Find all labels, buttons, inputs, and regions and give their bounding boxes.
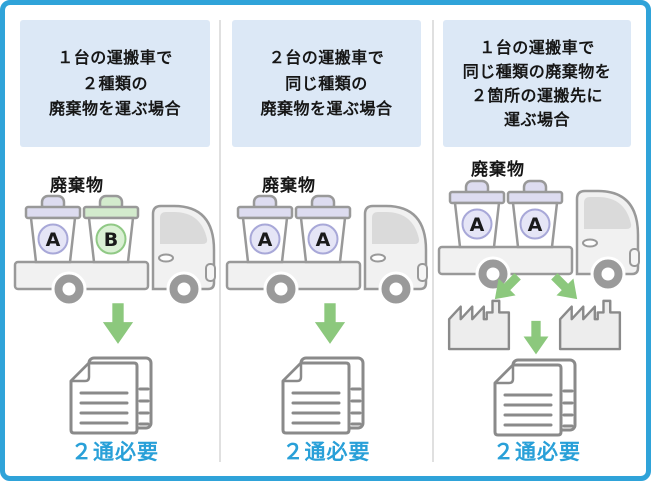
- bin-letter: A: [258, 229, 273, 251]
- truck-mirror: [370, 253, 386, 263]
- case-header-line: 廃棄物を運ぶ場合: [48, 99, 181, 119]
- copies-needed-label: ２通必要: [493, 440, 581, 464]
- truck-window: [160, 212, 208, 244]
- column-divider: [432, 20, 434, 462]
- case-header-line: ２箇所の運搬先に: [470, 85, 603, 105]
- case-header-line: １台の運搬車で: [479, 37, 595, 57]
- wheel-icon: [590, 256, 626, 292]
- bin-letter: A: [46, 229, 61, 251]
- case-header-line: 同じ種類の: [285, 73, 368, 93]
- copies-needed-label: ２通必要: [282, 440, 371, 464]
- bin-letter: A: [528, 214, 543, 236]
- truck-window: [372, 212, 420, 244]
- arrow-down-right-icon: [551, 273, 578, 300]
- column-divider: [219, 20, 221, 462]
- case-header-line: １台の運搬車で: [57, 47, 173, 67]
- case-header-line: 廃棄物を運ぶ場合: [260, 99, 393, 119]
- factory-icon: [558, 299, 622, 351]
- wheel-icon: [378, 271, 414, 307]
- arrow-down-icon: [523, 320, 549, 355]
- manifest-document-icon: [69, 356, 153, 435]
- copies-needed-label: ２通必要: [71, 440, 159, 464]
- wheel-icon: [263, 271, 299, 307]
- case-header-line: 運ぶ場合: [503, 109, 570, 129]
- truck-icon: A A: [437, 179, 640, 292]
- wheel-icon: [166, 271, 202, 307]
- waste-bin-a-icon: A: [448, 179, 506, 249]
- waste-bin-b-icon: B: [82, 194, 140, 264]
- waste-bin-a-icon: A: [294, 194, 352, 264]
- truck-door-handle: [629, 248, 640, 267]
- bin-letter: A: [470, 214, 485, 236]
- case-header-line: ２台の運搬車で: [268, 47, 385, 67]
- waste-label: 廃棄物: [471, 160, 525, 180]
- case-header: １台の運搬車で ２種類の 廃棄物を運ぶ場合: [20, 20, 210, 147]
- truck-window: [584, 197, 632, 229]
- truck-mirror: [158, 253, 174, 263]
- arrow-down-icon: [102, 303, 134, 344]
- case-header: ２台の運搬車で 同じ種類の 廃棄物を運ぶ場合: [232, 20, 421, 147]
- waste-bin-a-icon: A: [236, 194, 294, 264]
- truck-icon: A B: [13, 194, 216, 307]
- case-column-2: ２台の運搬車で 同じ種類の 廃棄物を運ぶ場合 廃棄物 A: [221, 0, 433, 481]
- manifest-document-icon: [281, 356, 365, 435]
- waste-bin-a-icon: A: [506, 179, 564, 249]
- bin-letter: A: [316, 229, 331, 251]
- wheel-icon: [51, 271, 87, 307]
- arrow-down-left-icon: [494, 273, 521, 300]
- case-header-line: ２種類の: [81, 73, 148, 93]
- truck-mirror: [582, 238, 598, 248]
- waste-label: 廃棄物: [50, 176, 104, 196]
- case-column-3: １台の運搬車で 同じ種類の廃棄物を ２箇所の運搬先に 運ぶ場合 廃棄物 A: [434, 0, 646, 481]
- waste-label: 廃棄物: [262, 176, 316, 196]
- truck-icon: A A: [225, 194, 428, 307]
- case-header: １台の運搬車で 同じ種類の廃棄物を ２箇所の運搬先に 運ぶ場合: [443, 20, 631, 147]
- manifest-document-icon: [493, 358, 577, 437]
- arrow-down-icon: [314, 303, 346, 344]
- waste-bin-a-icon: A: [24, 194, 82, 264]
- case-header-line: 同じ種類の廃棄物を: [462, 61, 612, 81]
- bin-letter: B: [104, 229, 118, 251]
- truck-door-handle: [205, 263, 216, 282]
- truck-door-handle: [417, 263, 428, 282]
- factory-icon: [447, 299, 511, 351]
- case-column-1: １台の運搬車で ２種類の 廃棄物を運ぶ場合 廃棄物 A B: [5, 0, 219, 481]
